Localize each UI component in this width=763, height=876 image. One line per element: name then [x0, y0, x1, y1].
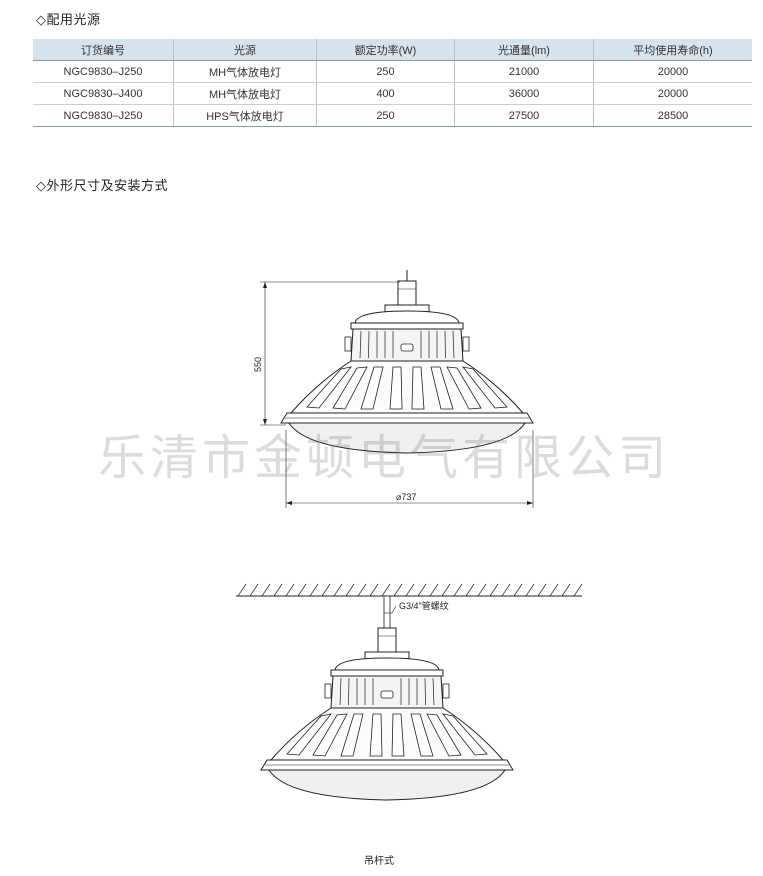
table-header-row: 订货编号 光源 额定功率(W) 光通量(lm) 平均使用寿命(h) [33, 39, 752, 61]
pendant-caption: 吊杆式 [364, 856, 394, 867]
table-cell: NGC9830–J250 [33, 60, 174, 83]
column-header: 额定功率(W) [316, 39, 455, 61]
table-cell: 250 [316, 104, 455, 127]
table-cell: HPS气体放电灯 [173, 104, 317, 127]
column-header: 订货编号 [33, 39, 174, 61]
table-cell: 27500 [454, 104, 594, 127]
diameter-dimension-label: ⌀737 [396, 492, 416, 502]
column-header: 光源 [173, 39, 317, 61]
ceiling-hatching [237, 583, 583, 597]
table-cell: 20000 [593, 60, 752, 83]
table-cell: 36000 [454, 82, 594, 105]
table-cell: NGC9830–J250 [33, 104, 174, 127]
light-source-table: 订货编号 光源 额定功率(W) 光通量(lm) 平均使用寿命(h) NGC983… [33, 39, 752, 127]
section-title-dimensions: ◇外形尺寸及安装方式 [36, 179, 168, 194]
thread-spec-label: G3/4"管螺纹 [399, 600, 449, 611]
column-header: 平均使用寿命(h) [593, 39, 752, 61]
table-cell: 400 [316, 82, 455, 105]
table-cell: 20000 [593, 82, 752, 105]
column-header: 光通量(lm) [454, 39, 594, 61]
pendant-mount-drawing: G3/4"管螺纹 [236, 583, 583, 801]
section-title-light-source: ◇配用光源 [36, 13, 101, 28]
table-cell: MH气体放电灯 [173, 60, 317, 83]
table-cell: 21000 [454, 60, 594, 83]
table-row: NGC9830–J250 HPS气体放电灯 250 27500 28500 [33, 104, 752, 127]
height-dimension-label: 550 [253, 357, 263, 372]
table-row: NGC9830–J400 MH气体放电灯 400 36000 20000 [33, 82, 752, 105]
lamp-dimension-drawing: 550 ⌀737 [253, 270, 534, 508]
table-cell: NGC9830–J400 [33, 82, 174, 105]
table-cell: MH气体放电灯 [173, 82, 317, 105]
table-cell: 28500 [593, 104, 752, 127]
table-row: NGC9830–J250 MH气体放电灯 250 21000 20000 [33, 60, 752, 83]
suspension-rod [383, 595, 391, 629]
table-cell: 250 [316, 60, 455, 83]
